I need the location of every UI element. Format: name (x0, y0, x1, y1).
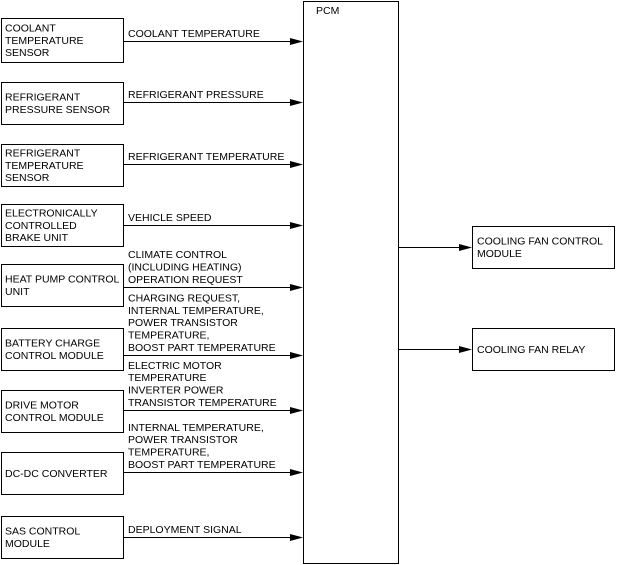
signal-label: BOOST PART TEMPERATURE (128, 342, 276, 354)
input-module-label: PRESSURE SENSOR (5, 104, 110, 116)
signal-label: TEMPERATURE (128, 372, 207, 384)
output-module-box (472, 226, 615, 269)
signal-label: INTERNAL TEMPERATURE, (128, 422, 264, 434)
signal-arrow-head (290, 99, 303, 106)
input-module-label: UNIT (5, 286, 30, 298)
signal-label: ELECTRIC MOTOR (128, 360, 222, 372)
input-module-label: CONTROL MODULE (5, 350, 104, 362)
signal-arrow-head (290, 352, 303, 359)
signal-arrow-head (290, 222, 303, 229)
signal-label: COOLANT TEMPERATURE (128, 28, 260, 40)
output-module-label: COOLING FAN CONTROL (477, 236, 603, 248)
signal-label: CHARGING REQUEST, (128, 292, 240, 304)
signal-label: POWER TRANSISTOR (128, 317, 238, 329)
output-arrow-head (459, 244, 472, 251)
input-module-label: TEMPERATURE (5, 160, 84, 172)
input-module-box (1, 328, 124, 371)
signal-label: INTERNAL TEMPERATURE, (128, 305, 264, 317)
signal-label: CLIMATE CONTROL (128, 249, 227, 261)
signal-label: TEMPERATURE, (128, 447, 209, 459)
input-module-box (1, 82, 124, 125)
signal-arrow-head (290, 534, 303, 541)
signal-arrow-head (290, 469, 303, 476)
signal-arrow-head (290, 284, 303, 291)
output-module-box (472, 328, 615, 371)
pcm-box (303, 1, 399, 564)
input-module-label: BATTERY CHARGE (5, 338, 100, 350)
input-module-label: COOLANT (5, 22, 56, 34)
signal-label: (INCLUDING HEATING) (128, 262, 242, 274)
input-module-label: SAS CONTROL (5, 526, 80, 538)
input-module-label: REFRIGERANT (5, 92, 81, 104)
output-module-label: COOLING FAN RELAY (477, 344, 585, 356)
input-module-box (1, 452, 124, 495)
signal-label: VEHICLE SPEED (128, 212, 212, 224)
input-module-label: DRIVE MOTOR (5, 400, 79, 412)
input-module-label: CONTROL MODULE (5, 412, 104, 424)
input-module-box (1, 204, 124, 247)
output-arrow-head (459, 346, 472, 353)
input-module: DC-DC CONVERTER INTERNAL TEMPERATURE,POWE… (1, 422, 303, 495)
input-module-box (1, 18, 124, 63)
input-module-label: REFRIGERANT (5, 147, 81, 159)
input-module-label: ELECTRONICALLY (5, 207, 98, 219)
input-module-label: MODULE (5, 538, 50, 550)
signal-label: DEPLOYMENT SIGNAL (128, 524, 242, 536)
input-module-box (1, 264, 124, 307)
input-module-box (1, 144, 124, 187)
signal-label: REFRIGERANT TEMPERATURE (128, 151, 284, 163)
pcm-label: PCM (316, 5, 339, 17)
signal-label: BOOST PART TEMPERATURE (128, 459, 276, 471)
signal-label: OPERATION REQUEST (128, 274, 243, 286)
signal-label: INVERTER POWER (128, 385, 224, 397)
signal-label: REFRIGERANT PRESSURE (128, 89, 264, 101)
input-module-box (1, 390, 124, 433)
input-module-label: TEMPERATURE (5, 35, 84, 47)
input-module-label: SENSOR (5, 47, 50, 59)
input-module-label: HEAT PUMP CONTROL (5, 274, 120, 286)
signal-label: POWER TRANSISTOR (128, 434, 238, 446)
signal-label: TEMPERATURE, (128, 330, 209, 342)
output-module-label: MODULE (477, 248, 522, 260)
signal-arrow-head (290, 407, 303, 414)
input-module-box (1, 516, 124, 559)
output-module: COOLING FAN RELAY (398, 328, 615, 371)
signal-arrow-head (290, 38, 303, 45)
input-module-label: DC-DC CONVERTER (5, 468, 108, 480)
input-module-label: SENSOR (5, 172, 50, 184)
pcm-block: PCM (303, 1, 399, 564)
input-module-label: CONTROLLED (5, 220, 77, 232)
input-module-label: BRAKE UNIT (5, 232, 69, 244)
signal-arrow-head (290, 161, 303, 168)
signal-label: TRANSISTOR TEMPERATURE (128, 397, 277, 409)
